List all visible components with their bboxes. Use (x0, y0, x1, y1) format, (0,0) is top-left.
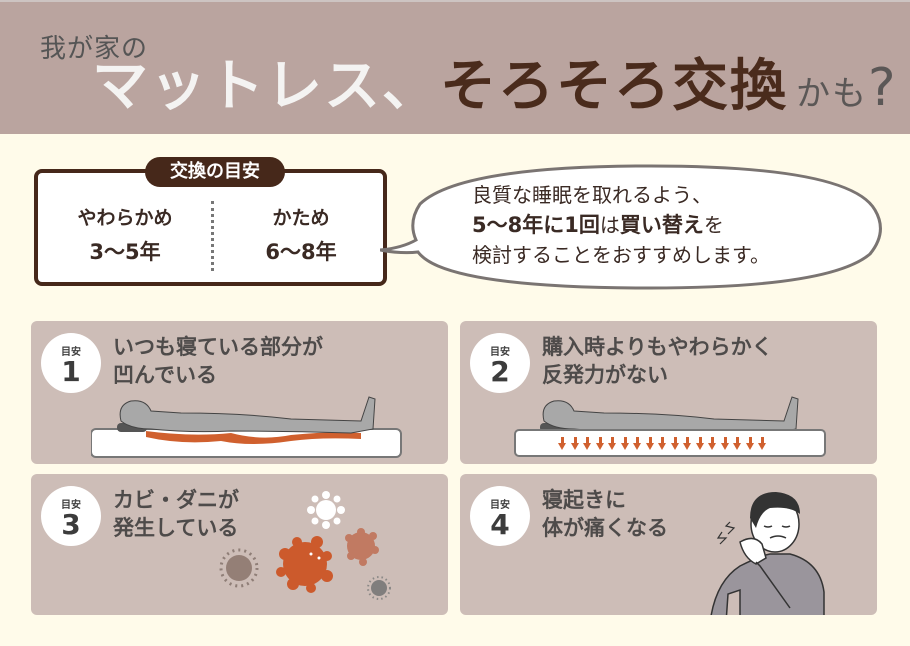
white-germ-icon (307, 491, 345, 529)
gray-germ-icon (367, 576, 391, 600)
man-neck-pain-icon (710, 492, 825, 615)
card-sign-3: 目安 3 カビ・ダニが 発生している (31, 474, 448, 615)
card-title: 寝起きに 体が痛くなる (542, 486, 668, 542)
badge-label: 目安 (490, 347, 510, 358)
card-sign-4: 目安 4 寝起きに 体が痛くなる (460, 474, 877, 615)
badge-4: 目安 4 (470, 486, 530, 546)
down-arrow-icon (695, 437, 705, 451)
down-arrow-icon (633, 437, 642, 451)
down-arrow-icon (670, 437, 680, 451)
guide-soft-label: やわらかめ (77, 207, 173, 229)
badge-3: 目安 3 (41, 486, 101, 546)
orange-mite-icon (276, 536, 333, 593)
down-arrow-icon (758, 437, 767, 451)
mattress (514, 429, 826, 457)
badge-number: 3 (61, 508, 81, 541)
down-arrow-icon (683, 437, 692, 451)
bubble-years: 5～8年に1回 (472, 213, 600, 237)
question-mark-icon: ? (868, 58, 898, 118)
person-lying-sunken-mattress-icon (91, 396, 402, 458)
guide-soft: やわらかめ 3～5年 (40, 203, 210, 266)
guide-soft-years: 3～5年 (89, 240, 161, 264)
down-arrow-icon (645, 437, 655, 451)
speech-bubble: 良質な睡眠を取れるよう、 5～8年に1回は買い替えを 検討することをおすすめしま… (380, 162, 882, 290)
header-banner: 我が家の マットレス、そろそろ交換かも? (0, 0, 910, 134)
card-sign-2: 目安 2 購入時よりもやわらかく 反発力がない (460, 321, 877, 464)
pink-mite-icon (345, 528, 379, 566)
down-arrow-icon (595, 437, 605, 451)
card-title-line1: いつも寝ている部分が (113, 335, 323, 359)
card-title-line2: 体が痛くなる (542, 516, 668, 540)
down-arrow-icon (608, 437, 617, 451)
title-maybe: かも (796, 74, 868, 114)
dotted-divider (211, 201, 214, 271)
bubble-line2: 5～8年に1回は買い替えを (472, 210, 770, 240)
card-sign-1: 目安 1 いつも寝ている部分が 凹んでいる (31, 321, 448, 464)
down-arrow-icon (570, 437, 580, 451)
down-arrow-icon (658, 437, 667, 451)
card-title: 購入時よりもやわらかく 反発力がない (542, 333, 773, 389)
title-replace: そろそろ交換 (440, 54, 788, 119)
card-title-line2: 発生している (113, 516, 239, 540)
replacement-guide-box: 交換の目安 やわらかめ 3～5年 かため 6～8年 (34, 157, 387, 286)
down-arrow-icon (558, 437, 567, 451)
card-title: いつも寝ている部分が 凹んでいる (113, 333, 323, 389)
down-arrow-icon (745, 437, 755, 451)
guide-tag: 交換の目安 (145, 157, 285, 187)
badge-number: 2 (490, 355, 510, 388)
bubble-replace: 買い替え (619, 213, 704, 237)
badge-1: 目安 1 (41, 333, 101, 393)
card-title-line1: 購入時よりもやわらかく (542, 335, 773, 359)
down-arrow-icon (733, 437, 742, 451)
brown-germ-icon (219, 548, 259, 588)
card-title-line2: 反発力がない (542, 363, 668, 387)
card-title-line1: カビ・ダニが (113, 488, 239, 512)
badge-2: 目安 2 (470, 333, 530, 393)
card-title-line1: 寝起きに (542, 488, 626, 512)
badge-label: 目安 (61, 347, 81, 358)
badge-label: 目安 (61, 500, 81, 511)
guide-firm: かため 6～8年 (216, 203, 386, 266)
mold-mite-germs-icon (219, 491, 391, 600)
card-title-line2: 凹んでいる (113, 363, 217, 387)
header-pretitle: 我が家の (40, 34, 149, 64)
down-arrow-icon (583, 437, 592, 451)
down-arrow-icon (620, 437, 630, 451)
bubble-particle: は (599, 213, 620, 237)
badge-label: 目安 (490, 500, 510, 511)
badge-number: 1 (61, 355, 81, 388)
down-arrows (558, 437, 767, 451)
down-arrow-icon (720, 437, 730, 451)
title-mattress: マットレス、 (92, 54, 440, 119)
bubble-line1: 良質な睡眠を取れるよう、 (472, 183, 712, 207)
guide-firm-years: 6～8年 (265, 240, 337, 264)
header-title: マットレス、そろそろ交換かも? (92, 52, 898, 129)
badge-number: 4 (490, 508, 510, 541)
down-arrow-icon (708, 437, 717, 451)
card-title: カビ・ダニが 発生している (113, 486, 239, 542)
bubble-line3: 検討することをおすすめします。 (472, 243, 770, 267)
bubble-particle2: を (703, 213, 724, 237)
speech-bubble-shape (380, 164, 882, 290)
bubble-text: 良質な睡眠を取れるよう、 5～8年に1回は買い替えを 検討することをおすすめしま… (472, 180, 770, 270)
guide-firm-label: かため (272, 207, 330, 229)
